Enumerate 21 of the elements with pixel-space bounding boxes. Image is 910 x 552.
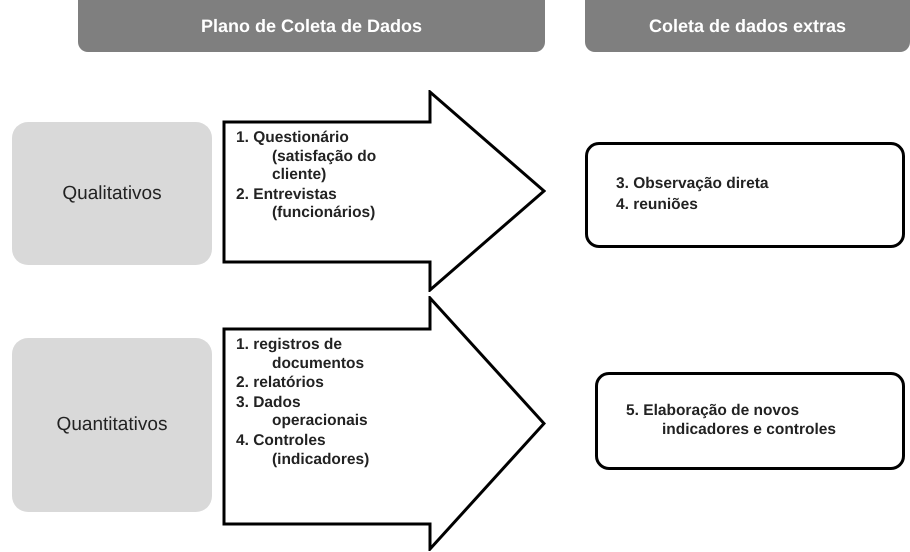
list-item: 1. Questionário (satisfação do cliente) (236, 129, 378, 185)
header-band (78, 0, 545, 52)
list-item: 3. Dados operacionais (236, 394, 369, 431)
list-item: 3. Observação direta (616, 175, 770, 194)
header-band (585, 0, 910, 52)
list-item: 4. reuniões (616, 196, 699, 215)
list-item: 1. registros de documentos (236, 336, 366, 374)
rounded-box (595, 372, 905, 470)
list-item: 4. Controles (indicadores) (236, 432, 370, 470)
pointer-callout (222, 90, 546, 292)
category-box (12, 338, 212, 512)
pointer-callout (222, 296, 546, 551)
category-label: Quantitativos (56, 414, 168, 436)
category-box (12, 122, 212, 265)
list-item: 5. Elaboração de novos indicadores e controles (626, 402, 837, 440)
category-label: Qualitativos (62, 182, 162, 204)
header-text: Plano de Coleta de Dados (200, 16, 422, 36)
list-item: 2. Entrevistas (funcionários) (236, 186, 376, 223)
header-text: Coleta de dados extras (648, 16, 846, 36)
list-item: 2. relatórios (236, 374, 325, 393)
rounded-box (585, 142, 905, 248)
